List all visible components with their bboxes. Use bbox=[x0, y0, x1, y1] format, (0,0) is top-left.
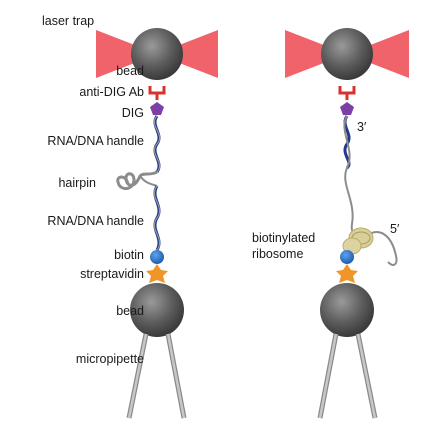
bead-bottom-2 bbox=[320, 283, 374, 337]
label-bead-bottom: bead bbox=[116, 304, 144, 318]
micropipette bbox=[126, 333, 187, 419]
laser-trap-left bbox=[96, 30, 158, 78]
strand-bottom bbox=[153, 185, 161, 251]
dig-marker-2 bbox=[340, 102, 354, 115]
label-biotin: biotin bbox=[114, 248, 144, 262]
bead-top bbox=[131, 28, 183, 80]
dig-marker bbox=[150, 102, 164, 115]
label-handle-bottom: RNA/DNA handle bbox=[47, 214, 144, 228]
hairpin-link bbox=[139, 175, 158, 187]
label-anti-dig: anti-DIG Ab bbox=[79, 85, 144, 99]
label-biotinylated-ribosome: biotinylated ribosome bbox=[252, 231, 316, 261]
laser-trap-right-2 bbox=[347, 30, 409, 78]
biotin-marker-2 bbox=[340, 250, 354, 264]
label-bead-top: bead bbox=[116, 64, 144, 78]
biotin-marker bbox=[150, 250, 164, 264]
strand-top bbox=[153, 115, 161, 173]
anti-dig-antibody bbox=[148, 86, 166, 100]
label-five-prime: 5′ bbox=[390, 222, 400, 236]
bead-top-2 bbox=[321, 28, 373, 80]
anti-dig-antibody-2 bbox=[338, 86, 356, 100]
label-handle-top: RNA/DNA handle bbox=[47, 134, 144, 148]
label-three-prime: 3′ bbox=[357, 120, 367, 134]
laser-trap-left-2 bbox=[285, 30, 347, 78]
micropipette-2 bbox=[317, 333, 378, 419]
hairpin-structure bbox=[116, 170, 158, 190]
label-streptavidin: streptavidin bbox=[80, 267, 144, 281]
label-laser-trap: laser trap bbox=[42, 14, 95, 28]
streptavidin-marker bbox=[146, 264, 168, 283]
ribosome bbox=[342, 227, 374, 255]
label-micropipette: micropipette bbox=[75, 352, 144, 366]
bead-bottom bbox=[130, 283, 184, 337]
label-hairpin: hairpin bbox=[58, 176, 96, 190]
streptavidin-marker-2 bbox=[336, 264, 358, 283]
laser-trap-right bbox=[156, 30, 218, 78]
label-dig: DIG bbox=[121, 106, 144, 120]
